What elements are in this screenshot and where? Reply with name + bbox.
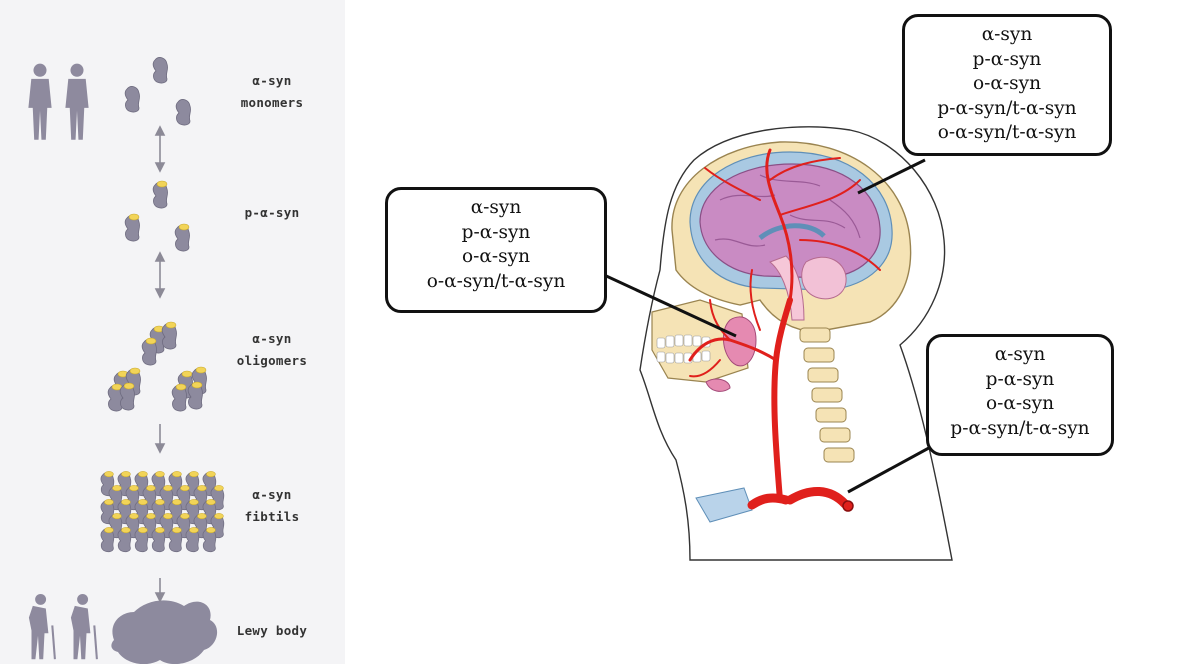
artery-cross-section (843, 501, 853, 511)
cerebellum (802, 257, 846, 299)
callout-salivary-gland: α-syn p-α-syn o-α-syn o-α-syn/t-α-syn (385, 187, 607, 313)
callout-brain: α-syn p-α-syn o-α-syn p-α-syn/t-α-syn o-… (902, 14, 1112, 156)
callout-blood: α-syn p-α-syn o-α-syn p-α-syn/t-α-syn (926, 334, 1114, 456)
